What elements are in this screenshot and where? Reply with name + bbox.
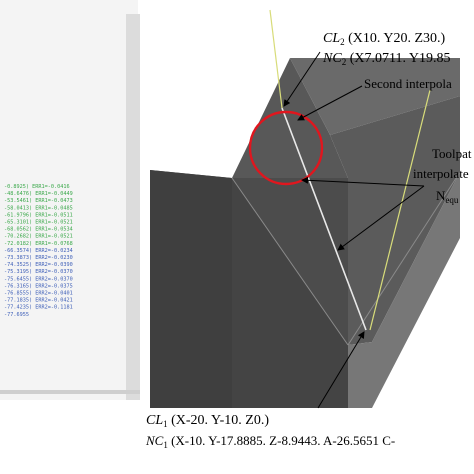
code-line: -76.8555) ERR2=-0.0401 — [4, 291, 73, 297]
tool-axis-line — [269, 9, 283, 109]
second-interp-label: Second interpola — [364, 76, 452, 91]
code-line: -53.5461) ERR1=-0.0473 — [4, 198, 73, 204]
code-panel-bottom-edge — [0, 390, 140, 394]
block-slope-face — [330, 96, 460, 345]
highlight-circle — [248, 110, 324, 186]
code-line: -75.3195) ERR2=-0.0370 — [4, 269, 73, 275]
code-line: -58.0413) ERR1=-0.0485 — [4, 205, 73, 211]
block-side-face-lower — [150, 170, 232, 408]
block-edge — [347, 171, 461, 346]
workpiece-block — [150, 58, 461, 408]
cl1-leader-arrow — [317, 331, 365, 409]
toolpath-arrow-2 — [337, 185, 425, 251]
cl2-label: CL2 (X10. Y20. Z30.) — [323, 31, 446, 47]
code-line: -77.6955 — [4, 312, 29, 318]
cl1-label: CL1 (X-20. Y-10. Z0.) — [146, 413, 269, 429]
nc2-label: NC2 (X7.0711. Y19.85 — [322, 51, 451, 67]
code-line: -65.3101) ERR1=-0.0521 — [4, 220, 73, 226]
code-line: -77.1835) ERR2=-0.0421 — [4, 298, 73, 304]
code-line: -72.0182) ERR1=-0.0768 — [4, 241, 73, 247]
toolpath-label-line1: Toolpat — [432, 146, 472, 161]
toolpath-arrow-1 — [301, 176, 425, 187]
code-line: -0.8925) ERR1=-0.0416 — [4, 184, 70, 190]
toolpath-n-label: Nequ — [436, 188, 459, 205]
cl2-leader-arrow — [283, 51, 321, 107]
code-line: -66.3574) ERR2=-0.0234 — [4, 248, 73, 254]
toolpath-line — [281, 107, 367, 331]
second-interp-arrow — [297, 85, 363, 121]
code-line: -73.3873) ERR2=-0.0230 — [4, 255, 73, 261]
code-line: -48.6476) ERR1=-0.0449 — [4, 191, 73, 197]
toolpath-label-line2: interpolate — [413, 166, 469, 181]
tool-axis-line — [369, 89, 431, 331]
block-front-face — [348, 172, 460, 408]
block-top-face — [290, 58, 460, 135]
code-lines: -0.8925) ERR1=-0.0416-48.6476) ERR1=-0.0… — [4, 184, 73, 318]
code-line: -70.2682) ERR1=-0.0521 — [4, 234, 73, 240]
code-line: -76.3165) ERR2=-0.0375 — [4, 283, 73, 289]
block-ridge-face — [232, 58, 348, 178]
nc1-label: NC1 (X-10. Y-17.8885. Z-8.9443. A-26.565… — [145, 433, 395, 450]
code-line: -75.6455) ERR2=-0.0370 — [4, 276, 73, 282]
code-line: -61.9796) ERR1=-0.0511 — [4, 212, 73, 218]
code-line: -77.4235) ERR2=-0.1181 — [4, 305, 73, 311]
code-line: -74.3525) ERR2=-0.0390 — [4, 262, 73, 268]
code-line: -68.0562) ERR1=-0.0534 — [4, 227, 73, 233]
code-panel-scrollbar[interactable] — [126, 14, 140, 400]
block-edge — [231, 177, 349, 346]
code-panel-background — [0, 0, 138, 400]
